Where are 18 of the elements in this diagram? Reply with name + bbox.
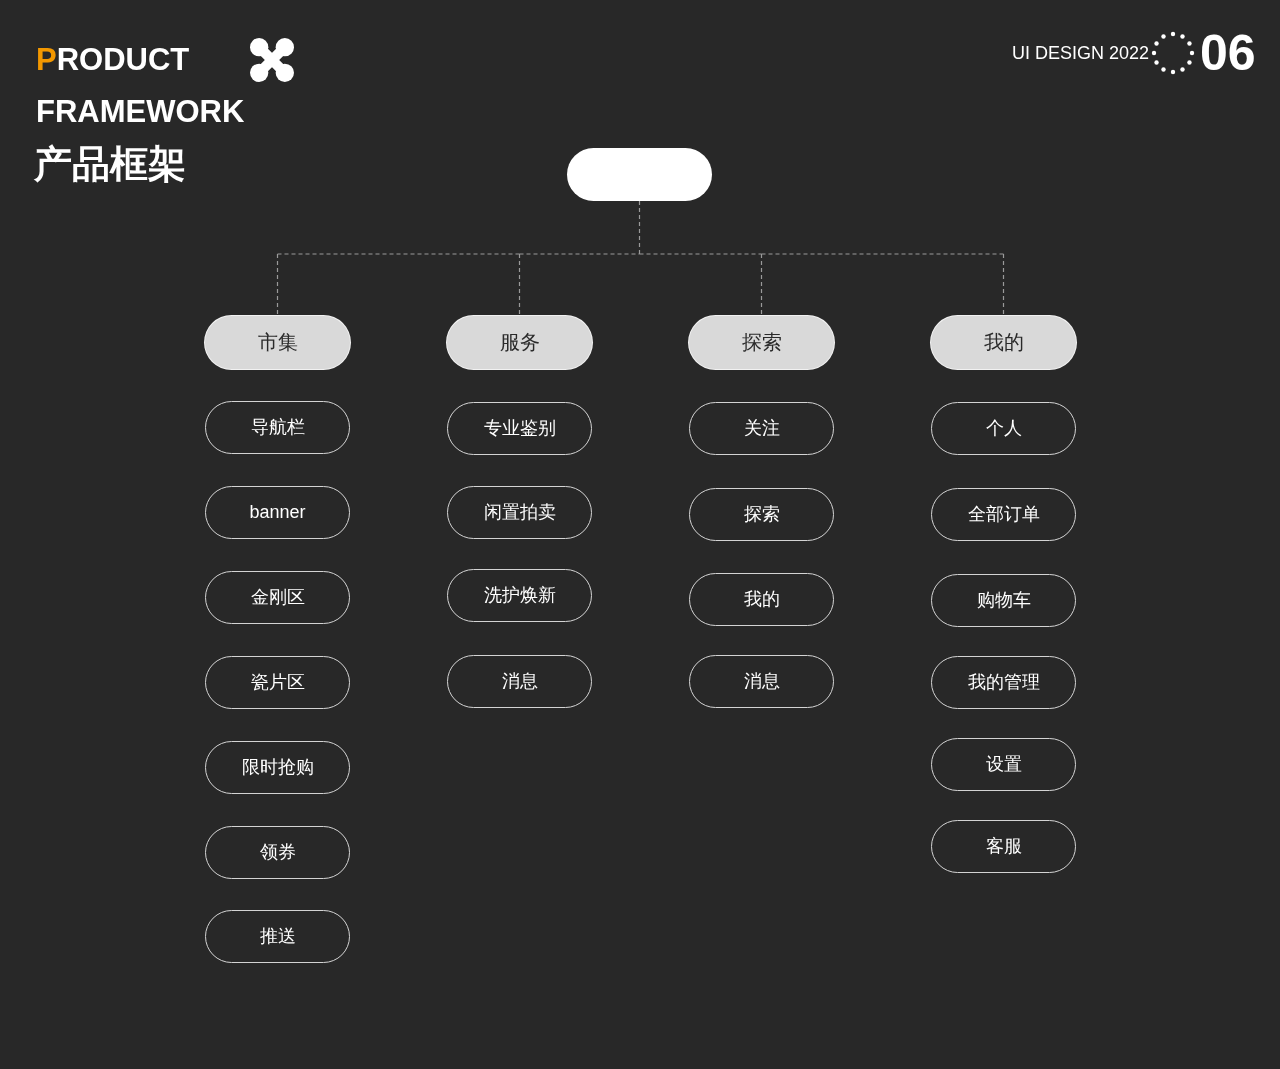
category-node: 我的 xyxy=(931,316,1076,369)
category-node: 市集 xyxy=(205,316,350,369)
title: PRODUCT FRAMEWORK xyxy=(36,41,246,131)
dashed-connector xyxy=(518,253,521,317)
dashed-connector xyxy=(276,253,279,317)
category-node: 探索 xyxy=(689,316,834,369)
category-node: 服务 xyxy=(447,316,592,369)
page-number: 06 xyxy=(1200,28,1256,78)
series-label: UI DESIGN 2022 xyxy=(1012,42,1150,64)
dashed-connector xyxy=(760,253,1005,255)
dashed-connector xyxy=(638,200,641,255)
dashed-connector xyxy=(760,253,763,317)
dashed-connector xyxy=(638,253,763,255)
subtitle: 产品框架 xyxy=(34,142,186,187)
dashed-connector xyxy=(1002,253,1005,317)
dashed-connector xyxy=(276,253,521,255)
dashed-connector xyxy=(518,253,641,255)
root-node xyxy=(567,148,712,201)
